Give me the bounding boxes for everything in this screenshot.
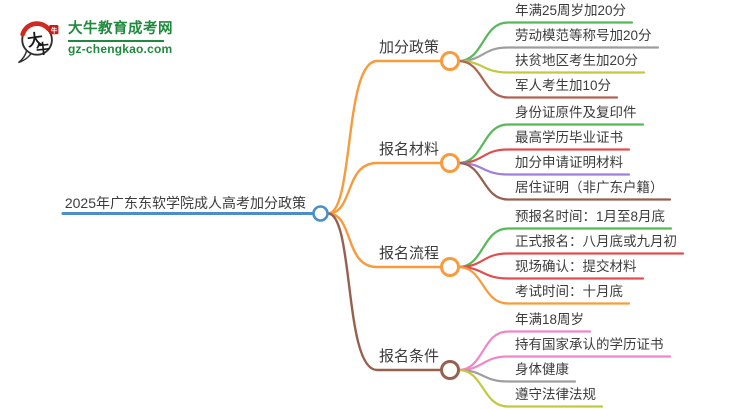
child-topic-label: 遵守法律法规 [515,386,596,402]
logo-title: 大牛教育成考网 [68,21,173,37]
red-arc [20,21,51,37]
logo-bubble-icon: 牛 大 牛 [18,21,59,64]
logo-char-niu: 牛 [35,40,51,57]
site-logo[interactable]: 牛 大 牛 大牛教育成考网 gz-chengkao.com [12,12,173,64]
child-topic-label: 身体健康 [515,361,569,377]
child-topic-label: 军人考生加10分 [515,77,612,93]
logo-seal-char: 牛 [51,26,58,35]
branch-node-circle [440,360,460,380]
branch-label: 报名材料 [378,141,439,158]
logo-separator [68,40,164,43]
logo-url: gz-chengkao.com [68,42,173,57]
child-topic-label: 年满25周岁加20分 [515,2,627,18]
child-topic-label: 预报名时间：1月至8月底 [515,208,666,224]
child-topic-label: 最高学历毕业证书 [515,129,623,145]
child-topic-label: 扶贫地区考生加20分 [515,52,639,68]
branch-connector [326,212,443,372]
root-topic-label: 2025年广东东软学院成人高考加分政策 [64,195,306,211]
logo-text-block: 大牛教育成考网 gz-chengkao.com [68,12,173,57]
branch-node-circle [440,257,460,277]
branch-node-circle [440,153,460,173]
branch-label: 报名流程 [378,245,439,262]
branch-label: 报名条件 [378,348,439,365]
branch-label: 加分政策 [378,39,439,56]
root-node-circle [312,205,329,222]
child-topic-label: 考试时间：十月底 [515,283,623,299]
child-topic-label: 居住证明（非广东户籍） [515,179,664,195]
child-topic-label: 劳动模范等称号加20分 [515,27,652,43]
child-topic-label: 加分申请证明材料 [515,154,623,170]
child-topic-label: 年满18周岁 [515,311,585,327]
branch-connector [326,161,443,215]
logo-seal [49,25,59,35]
child-topic-label: 现场确认：提交材料 [515,258,637,274]
child-topic-label: 身份证原件及复印件 [515,104,637,120]
child-topic-label: 持有国家承认的学历证书 [515,336,664,352]
child-topic-label: 正式报名：八月底或九月初 [515,233,677,249]
branch-node-circle [440,51,460,71]
logo-char-da: 大 [26,29,44,50]
branch-connector [326,59,443,215]
